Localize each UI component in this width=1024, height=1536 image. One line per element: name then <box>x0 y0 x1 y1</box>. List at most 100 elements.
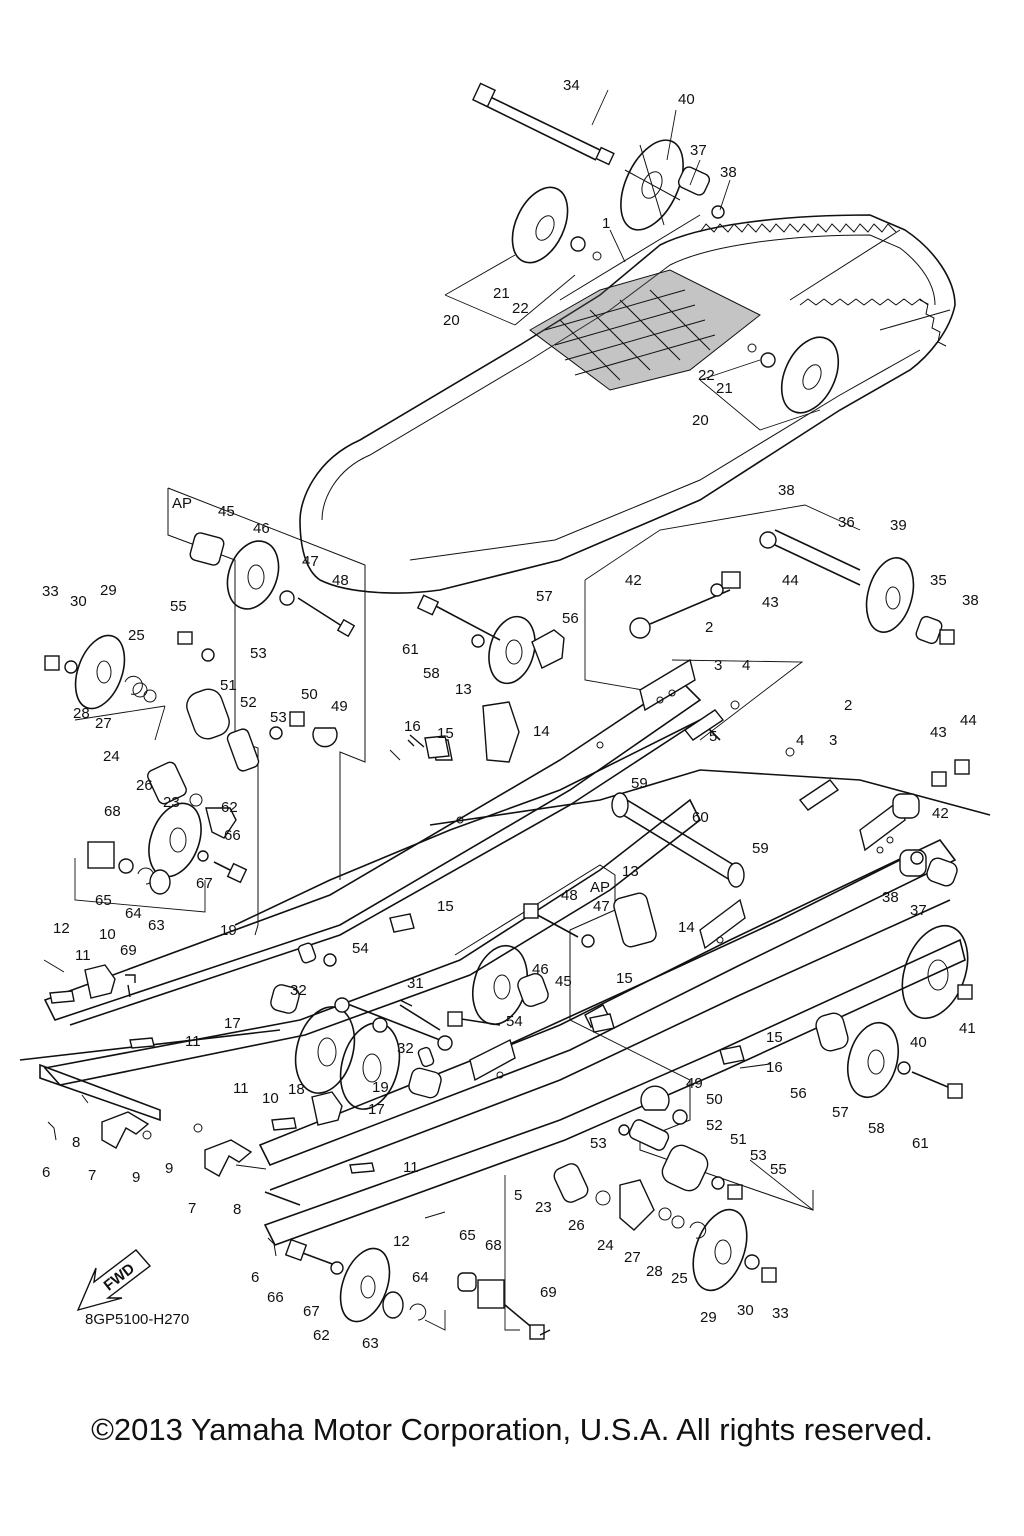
callout-11: 11 <box>403 1159 419 1176</box>
callout-68: 68 <box>485 1237 502 1254</box>
callout-65: 65 <box>95 892 112 909</box>
callout-10: 10 <box>99 926 116 943</box>
callout-12: 12 <box>393 1233 410 1250</box>
callout-56: 56 <box>790 1085 807 1102</box>
callout-29: 29 <box>700 1309 717 1326</box>
callout-17: 17 <box>224 1015 241 1032</box>
misc-parts <box>125 700 970 1336</box>
callout-34: 34 <box>563 77 580 94</box>
callout-14: 14 <box>533 723 550 740</box>
callout-52: 52 <box>706 1117 723 1134</box>
callout-3: 3 <box>829 732 837 749</box>
rear-axle-group <box>444 82 840 431</box>
callout-36: 36 <box>838 514 855 531</box>
callout-24: 24 <box>597 1237 614 1254</box>
callout-25: 25 <box>128 627 145 644</box>
callout-10: 10 <box>262 1090 279 1107</box>
callout-43: 43 <box>762 594 779 611</box>
callout-44: 44 <box>782 572 799 589</box>
callout-11: 11 <box>233 1080 249 1097</box>
callout-62: 62 <box>313 1327 330 1344</box>
callout-2: 2 <box>844 697 852 714</box>
ap-marker-left: AP <box>172 495 192 512</box>
callout-54: 54 <box>352 940 369 957</box>
callout-35: 35 <box>930 572 947 589</box>
callout-7: 7 <box>188 1200 196 1217</box>
callout-40: 40 <box>910 1034 927 1051</box>
callout-3: 3 <box>714 657 722 674</box>
callout-45: 45 <box>555 973 572 990</box>
callout-9: 9 <box>132 1169 140 1186</box>
callout-69: 69 <box>540 1284 557 1301</box>
callout-41: 41 <box>959 1020 976 1037</box>
callout-30: 30 <box>737 1302 754 1319</box>
callout-23: 23 <box>535 1199 552 1216</box>
callout-27: 27 <box>95 715 112 732</box>
callout-61: 61 <box>402 641 419 658</box>
callout-17: 17 <box>368 1101 385 1118</box>
callout-8: 8 <box>233 1201 241 1218</box>
callout-48: 48 <box>332 572 349 589</box>
callout-61: 61 <box>912 1135 929 1152</box>
callout-9: 9 <box>165 1160 173 1177</box>
callout-29: 29 <box>100 582 117 599</box>
callout-39: 39 <box>890 517 907 534</box>
callout-5: 5 <box>709 728 717 745</box>
callout-53: 53 <box>250 645 267 662</box>
callout-38: 38 <box>720 164 737 181</box>
callout-48: 48 <box>561 887 578 904</box>
callout-labels: 34 40 37 38 1 21 22 20 22 21 20 38 36 39… <box>42 77 979 1352</box>
callout-66: 66 <box>224 827 241 844</box>
callout-57: 57 <box>536 588 553 605</box>
callout-53: 53 <box>750 1147 767 1164</box>
callout-32: 32 <box>290 982 307 999</box>
callout-58: 58 <box>868 1120 885 1137</box>
callout-50: 50 <box>301 686 318 703</box>
callout-46: 46 <box>253 520 270 537</box>
callout-20: 20 <box>692 412 709 429</box>
callout-11: 11 <box>185 1033 201 1050</box>
callout-43: 43 <box>930 724 947 741</box>
callout-38: 38 <box>882 889 899 906</box>
callout-14: 14 <box>678 919 695 936</box>
callout-44: 44 <box>960 712 977 729</box>
callout-56: 56 <box>562 610 579 627</box>
callout-20: 20 <box>443 312 460 329</box>
callout-6: 6 <box>251 1269 259 1286</box>
callout-13: 13 <box>455 681 472 698</box>
callout-38: 38 <box>962 592 979 609</box>
center-upper-parts <box>409 504 955 763</box>
callout-31: 31 <box>407 975 424 992</box>
callout-8: 8 <box>72 1134 80 1151</box>
callout-33: 33 <box>42 583 59 600</box>
callout-37: 37 <box>690 142 707 159</box>
callout-38: 38 <box>778 482 795 499</box>
lower-left-stack <box>43 959 545 1340</box>
callout-50: 50 <box>706 1091 723 1108</box>
callout-15: 15 <box>437 898 454 915</box>
callout-42: 42 <box>625 572 642 589</box>
callout-33: 33 <box>772 1305 789 1322</box>
track <box>299 214 956 594</box>
callout-2: 2 <box>705 619 713 636</box>
fwd-arrow: FWD <box>76 1249 152 1312</box>
callout-47: 47 <box>593 898 610 915</box>
callout-24: 24 <box>103 748 120 765</box>
callout-49: 49 <box>686 1075 703 1092</box>
callout-46: 46 <box>532 961 549 978</box>
callout-7: 7 <box>88 1167 96 1184</box>
callout-11: 11 <box>75 947 91 964</box>
callout-67: 67 <box>196 875 213 892</box>
callout-53: 53 <box>270 709 287 726</box>
callout-42: 42 <box>932 805 949 822</box>
callout-19: 19 <box>220 922 237 939</box>
callout-63: 63 <box>148 917 165 934</box>
callout-15: 15 <box>766 1029 783 1046</box>
callout-60: 60 <box>692 809 709 826</box>
callout-30: 30 <box>70 593 87 610</box>
lower-right-stack <box>553 1159 814 1292</box>
callout-64: 64 <box>412 1269 429 1286</box>
callout-28: 28 <box>646 1263 663 1280</box>
ap-marker-right: AP <box>590 879 610 896</box>
